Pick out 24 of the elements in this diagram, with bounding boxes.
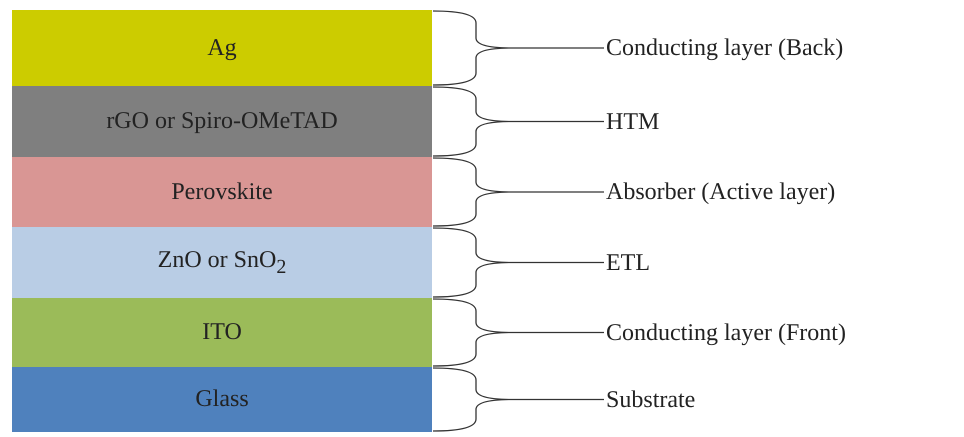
layer-name: ITO [202,319,242,346]
layer-description: HTM [606,108,660,136]
curly-brace [433,157,604,227]
layer-description: Conducting layer (Front) [606,318,846,346]
layer-box [12,157,432,227]
layer-box [12,367,432,432]
layer-box [12,10,432,86]
layer-name: Ag [207,34,237,62]
layer-description: Conducting layer (Back) [606,34,844,62]
layer-description: Absorber (Active layer) [606,178,836,206]
layer-name: Perovskite [171,178,273,206]
curly-brace [433,367,604,432]
layer-description: Substrate [606,386,696,414]
layer-name: ZnO or SnO$_{2}$ [158,246,286,278]
curly-brace [433,10,604,86]
layer-box [12,86,432,157]
curly-brace [433,298,604,367]
layer-name: rGO or Spiro-OMeTAD [106,108,338,135]
layer-name: Glass [195,386,249,413]
layer-description: ETL [606,248,650,276]
curly-brace [433,227,604,298]
layer-box [12,298,432,367]
layer-box [12,227,432,298]
curly-brace [433,86,604,157]
